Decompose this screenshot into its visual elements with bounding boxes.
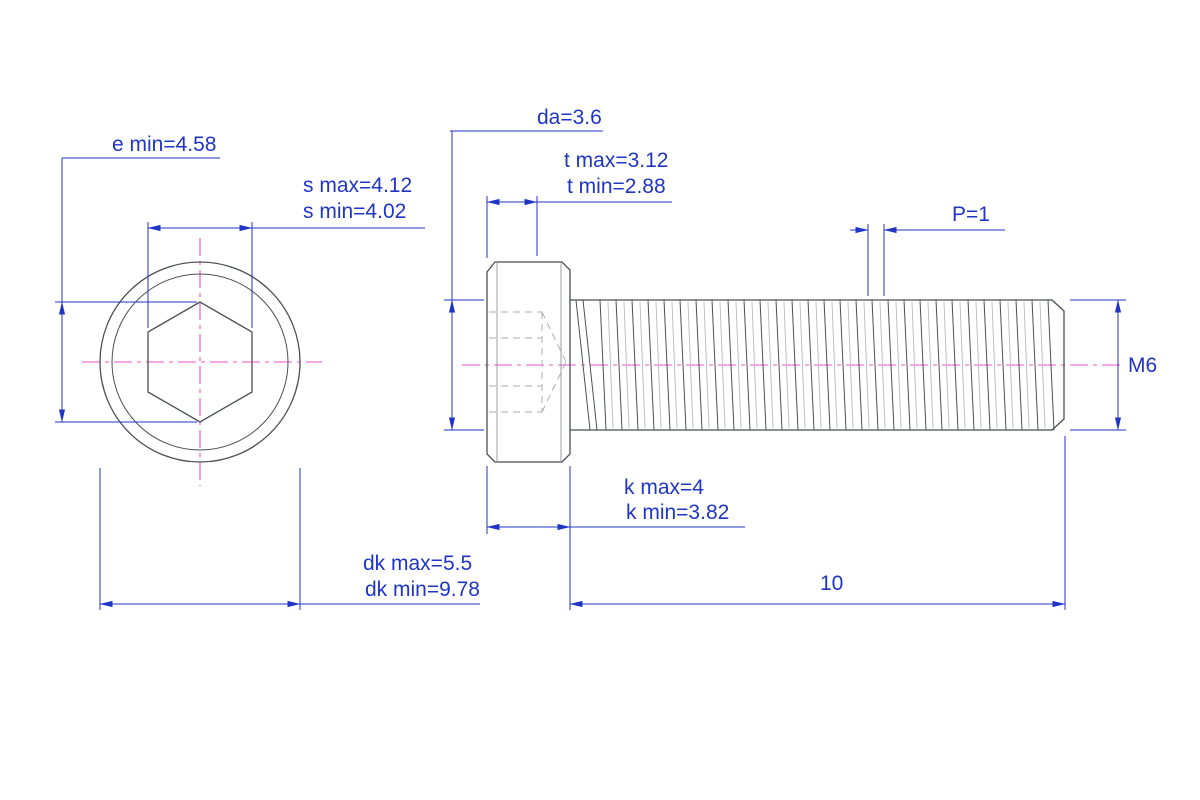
label-s-max: s max=4.12: [303, 174, 412, 197]
thread-lines: [599, 299, 1055, 431]
hex-socket: [147, 301, 253, 423]
label-length: 10: [820, 572, 843, 595]
label-s-min: s min=4.02: [303, 200, 406, 223]
end-chamfer-top: [1051, 299, 1065, 312]
dim-e: [55, 157, 220, 423]
hidden-socket-lines: [489, 311, 567, 413]
side-view: [486, 261, 1065, 463]
dim-da: [444, 130, 603, 431]
centerlines: [82, 238, 1122, 486]
thread-runout-line: [575, 299, 591, 431]
label-t-min: t min=2.88: [567, 175, 666, 198]
dimension-labels: e min=4.58 s max=4.12 s min=4.02 dk max=…: [112, 106, 1157, 601]
end-view: [99, 261, 301, 463]
dim-p: [850, 224, 1005, 296]
dim-s: [147, 222, 425, 328]
label-e-min: e min=4.58: [112, 133, 217, 156]
head-chamfer-circle: [111, 273, 289, 451]
label-da: da=3.6: [537, 106, 602, 129]
label-pitch: P=1: [952, 203, 990, 226]
label-k-min: k min=3.82: [626, 501, 729, 524]
thread-runout-line: [582, 299, 598, 431]
dim-t: [486, 196, 672, 258]
dimensions: [55, 130, 1126, 610]
label-dk-max: dk max=5.5: [363, 552, 472, 575]
threaded-shank: [569, 299, 1065, 431]
dim-m6: [1070, 299, 1126, 431]
dim-length: [569, 436, 1066, 610]
label-t-max: t max=3.12: [564, 149, 668, 172]
label-thread-size: M6: [1128, 354, 1157, 377]
label-k-max: k max=4: [624, 476, 704, 499]
label-dk-min: dk min=9.78: [365, 578, 480, 601]
head-outer-circle: [99, 261, 301, 463]
dim-k: [486, 466, 745, 610]
head-profile: [486, 261, 571, 463]
dim-dk: [99, 468, 480, 610]
